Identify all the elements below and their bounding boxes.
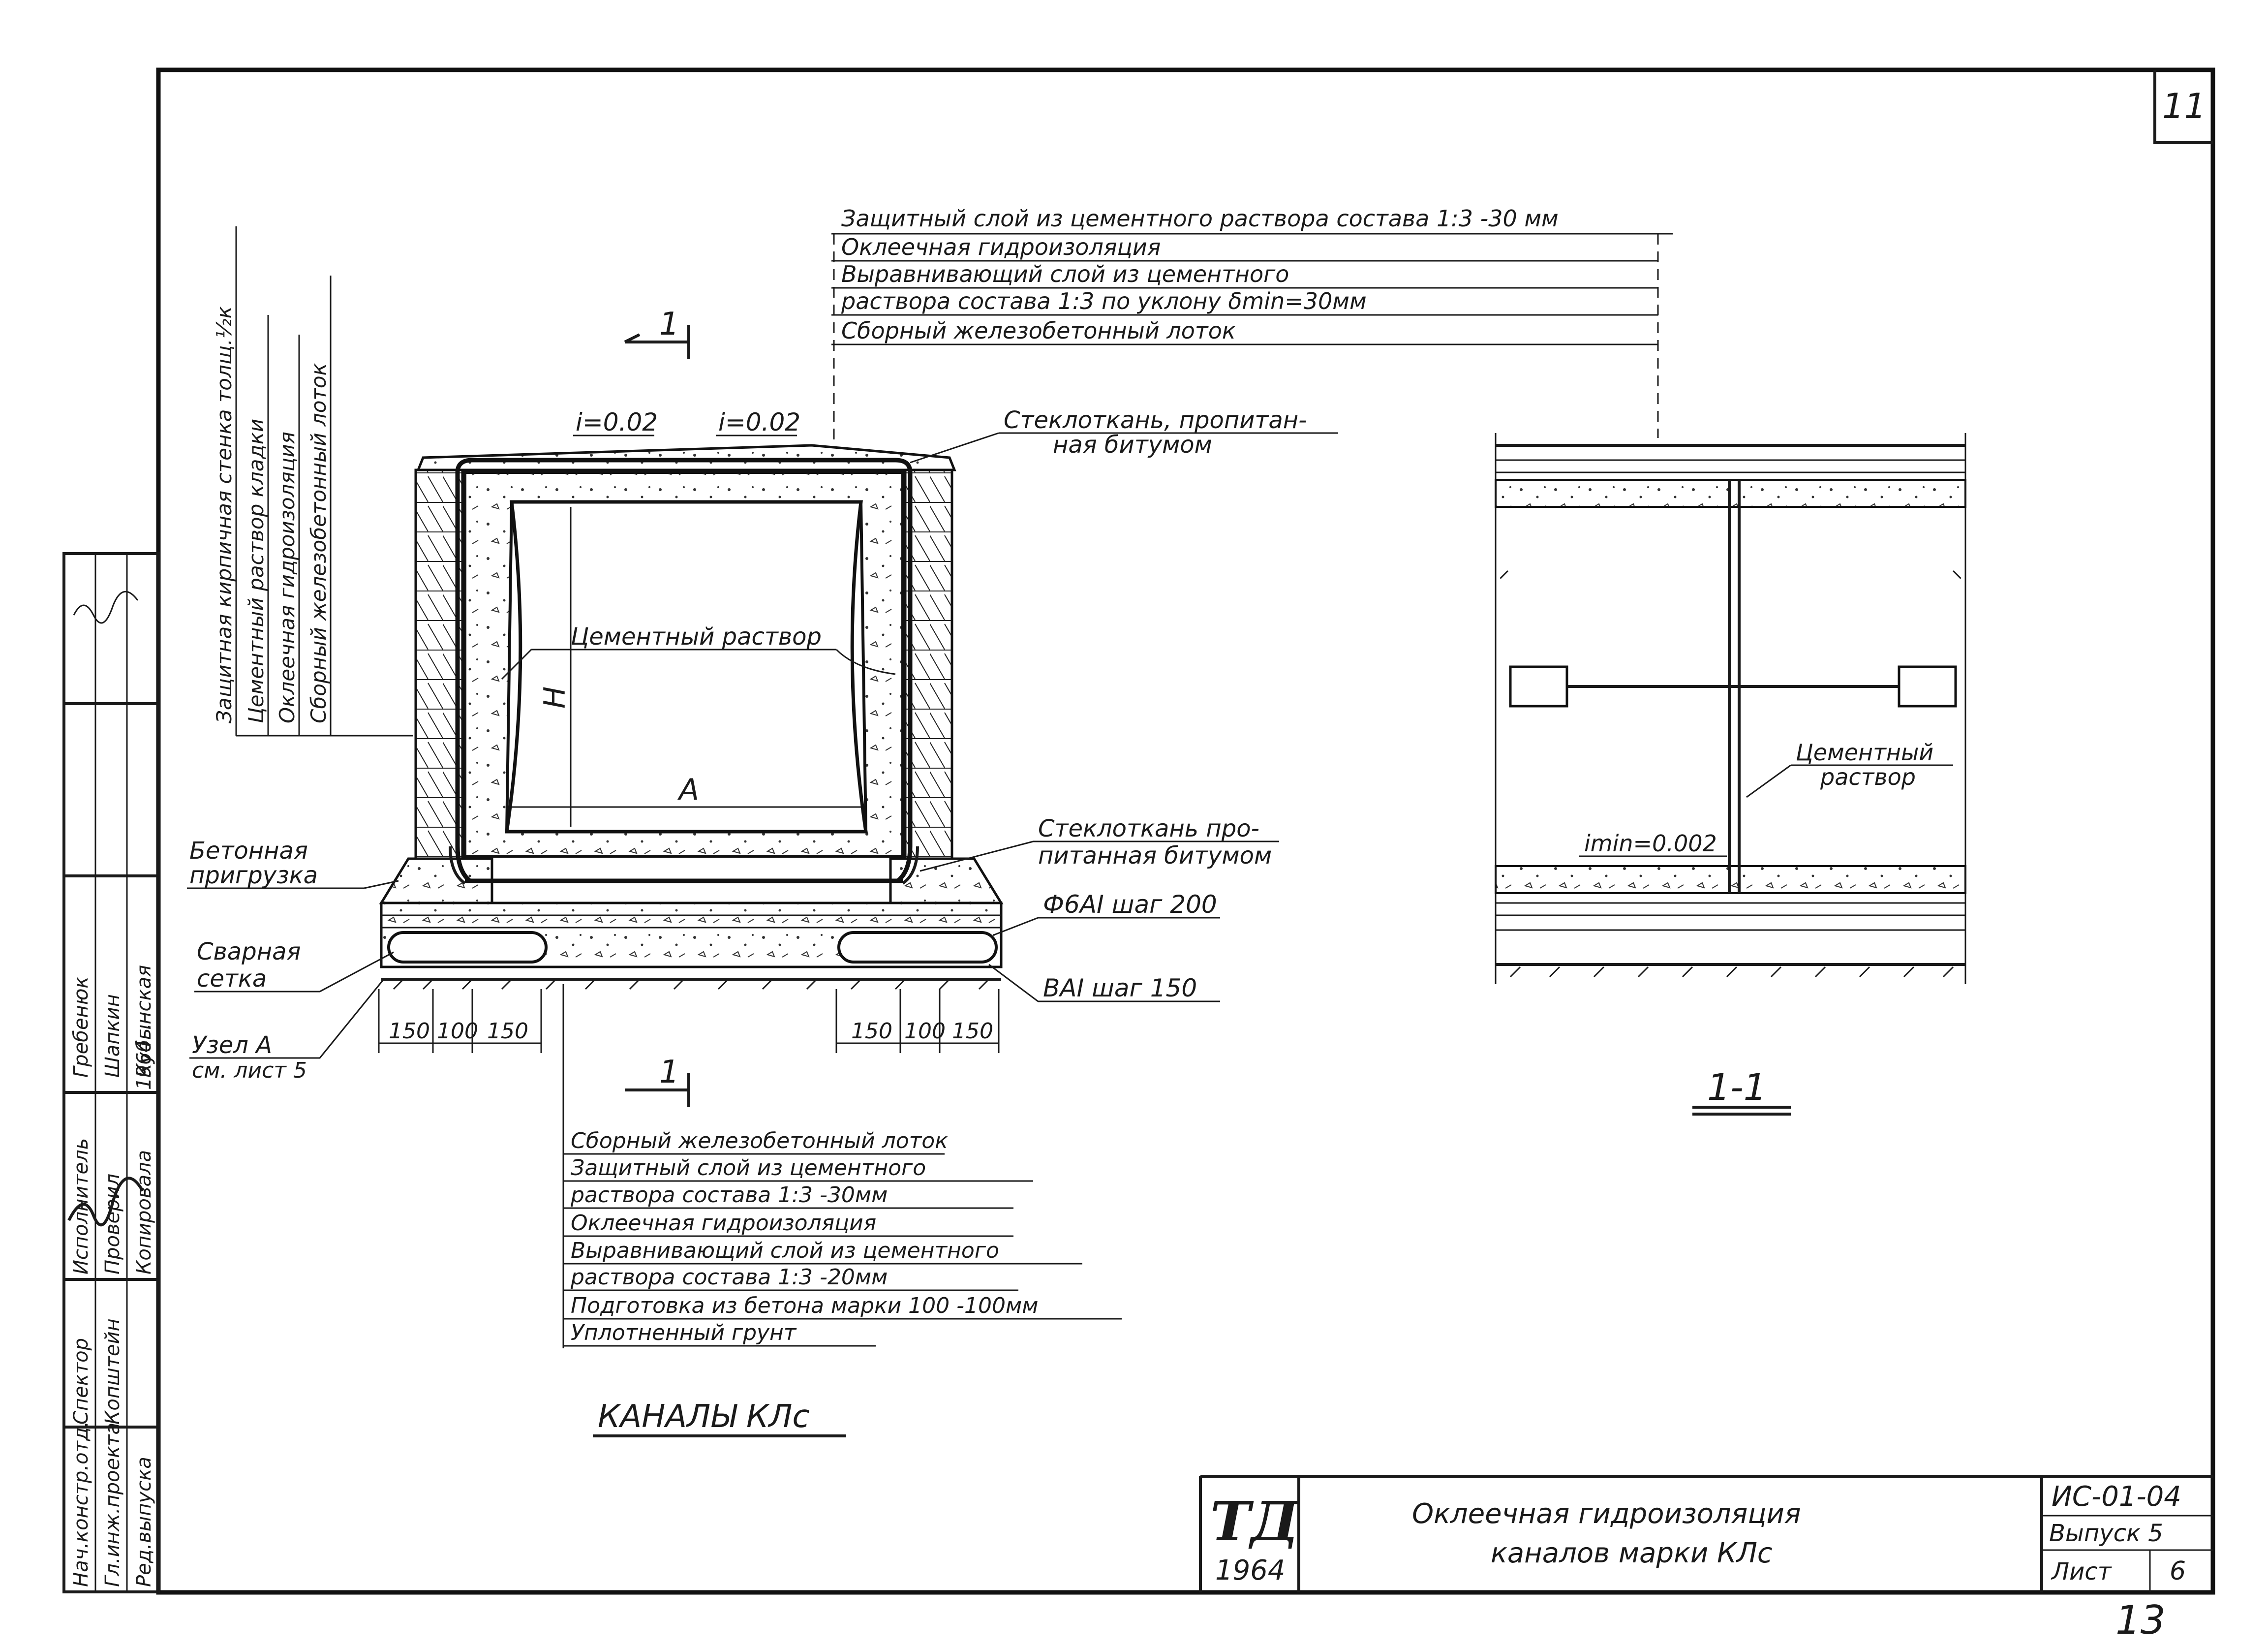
callout-bottom-5: Выравнивающий слой из цементного <box>571 1238 999 1263</box>
dim-h: H <box>538 686 572 709</box>
slope-left: i=0.02 <box>576 408 658 436</box>
callout-bottom: Сборный железобетонный лоток Защитный сл… <box>562 984 1122 1348</box>
concrete-load-right <box>889 857 1004 904</box>
section-slope-label: imin=0.002 <box>1584 830 1717 857</box>
sheet-number-top: 11 <box>2162 86 2206 126</box>
node-a-label-2: см. лист 5 <box>192 1058 307 1083</box>
section-plate-right <box>1898 665 1957 708</box>
fiberglass-bot-label-2: питанная битумом <box>1038 842 1272 870</box>
section-mortar-label-2: раствор <box>1820 764 1916 790</box>
stamp-name-5: Шапкин <box>101 994 124 1078</box>
callout-left-3: Оклеечная гидроизоляция <box>275 432 299 723</box>
title-line-1: Оклеечная гидроизоляция <box>1412 1498 1801 1530</box>
callout-top-4: раствора состава 1:3 по уклону δmin=30мм <box>841 288 1367 314</box>
callout-left-4: Сборный железобетонный лоток <box>306 363 331 723</box>
callout-top-2: Оклеечная гидроизоляция <box>841 234 1161 260</box>
callout-left-2: Цементный раствор кладки <box>244 419 268 723</box>
svg-text:1: 1 <box>659 1054 679 1090</box>
dim-right-1: 150 <box>851 1019 892 1044</box>
callout-bottom-7: Подготовка из бетона марки 100 -100мм <box>571 1293 1038 1318</box>
concrete-load-label-2: пригрузка <box>189 862 318 889</box>
sheet-number-bottom: 13 <box>2115 1597 2166 1643</box>
callout-top-5: Сборный железобетонный лоток <box>841 317 1236 344</box>
stamp-date-3: 1964г. <box>133 1023 155 1090</box>
stamp-role-2: Гл.инж.проекта <box>101 1423 124 1587</box>
channel-section: A H i=0.02 i=0.02 Цементный раствор Стек… <box>187 406 1338 1083</box>
stamp-signature-1 <box>67 1177 144 1227</box>
callout-bottom-8: Уплотненный грунт <box>571 1320 797 1345</box>
top-protective-layer <box>416 444 956 471</box>
callout-top-3: Выравнивающий слой из цементного <box>841 261 1289 287</box>
brick-wall-right <box>904 468 953 860</box>
concrete-load-label-1: Бетонная <box>189 837 308 865</box>
welded-mesh-label-1: Сварная <box>197 938 301 965</box>
callout-left: Защитная кирпичная стенка толщ.½к Цемент… <box>212 226 413 737</box>
waterproofing-wrap <box>455 458 913 883</box>
stamp-role-3: Ред.выпуска <box>133 1457 155 1587</box>
callout-top: Защитный слой из цементного раствора сос… <box>831 205 1673 443</box>
fiberglass-bot-label-1: Стеклоткань про- <box>1038 815 1259 842</box>
callout-bottom-2: Защитный слой из цементного <box>571 1155 926 1181</box>
fiberglass-top-label-2: ная битумом <box>1053 431 1212 459</box>
brick-wall-left <box>414 468 464 860</box>
slope-right: i=0.02 <box>718 408 800 436</box>
cement-mortar-inner-label: Цементный раствор <box>571 623 822 651</box>
stamp-year: 1964 <box>1215 1555 1286 1586</box>
section-1-1: Цементный раствор imin=0.002 1-1 <box>1495 433 1966 1116</box>
rebar-label-1: Ф6АI шаг 200 <box>1043 890 1217 919</box>
stamp-name-6: Кубынская <box>133 965 155 1078</box>
callout-bottom-3: раствора состава 1:3 -30мм <box>570 1182 888 1208</box>
sheet-value: 6 <box>2170 1556 2186 1586</box>
callout-bottom-4: Оклеечная гидроизоляция <box>571 1211 876 1236</box>
title-line-2: каналов марки КЛс <box>1491 1537 1773 1569</box>
title-block: ТД 1964 Оклеечная гидроизоляция каналов … <box>1199 1475 2213 1592</box>
stamp-name-1: Спектор <box>70 1338 92 1425</box>
callout-left-1: Защитная кирпичная стенка толщ.½к <box>212 306 236 723</box>
issue-number: Выпуск 5 <box>2049 1520 2163 1547</box>
rebar-label-2: ВАI шаг 150 <box>1043 974 1197 1002</box>
dim-left-1: 150 <box>389 1019 430 1044</box>
stamp-role-1: Нач.констр.отд. <box>70 1421 92 1587</box>
tray-inner <box>504 500 868 834</box>
side-stamp: Нач.констр.отд. Спектор Гл.инж.проекта К… <box>62 552 160 1593</box>
stamp-signature-2 <box>73 591 139 624</box>
svg-text:1: 1 <box>659 306 679 342</box>
sheet-label: Лист <box>2051 1558 2113 1586</box>
welded-mesh-label-2: сетка <box>197 965 267 993</box>
dim-right-3: 150 <box>952 1019 993 1044</box>
stamp-logo: ТД <box>1210 1490 1300 1553</box>
sheet-number-top-box: 11 <box>2153 70 2213 144</box>
callout-top-1: Защитный слой из цементного раствора сос… <box>841 205 1559 232</box>
dim-a: A <box>677 773 699 807</box>
stamp-role-6: Копировала <box>133 1150 155 1275</box>
node-a-label-1: Узел А <box>192 1031 272 1059</box>
callout-bottom-6: раствора состава 1:3 -20мм <box>570 1265 888 1290</box>
callout-bottom-1: Сборный железобетонный лоток <box>571 1128 948 1153</box>
section-view-label: 1-1 <box>1707 1066 1767 1109</box>
dim-left-2: 100 <box>437 1019 478 1044</box>
stamp-name-2: Копштейн <box>101 1318 124 1425</box>
stamp-name-4: Гребенюк <box>70 976 92 1078</box>
drawing-code: ИС-01-04 <box>2052 1481 2181 1513</box>
section-mark-bottom: 1 <box>625 1054 690 1107</box>
dim-right-2: 100 <box>904 1019 946 1044</box>
drawing-caption: КАНАЛЫ КЛс <box>598 1399 810 1435</box>
section-mortar-label-1: Цементный <box>1796 739 1933 766</box>
dim-left-3: 150 <box>487 1019 528 1044</box>
section-plate-left <box>1509 665 1568 708</box>
fiberglass-top-label-1: Стеклоткань, пропитан- <box>1004 406 1307 434</box>
welded-mesh-left <box>387 931 548 964</box>
welded-mesh-right <box>837 931 998 964</box>
concrete-load-left <box>379 857 493 904</box>
section-mark-top: 1 <box>624 306 690 359</box>
